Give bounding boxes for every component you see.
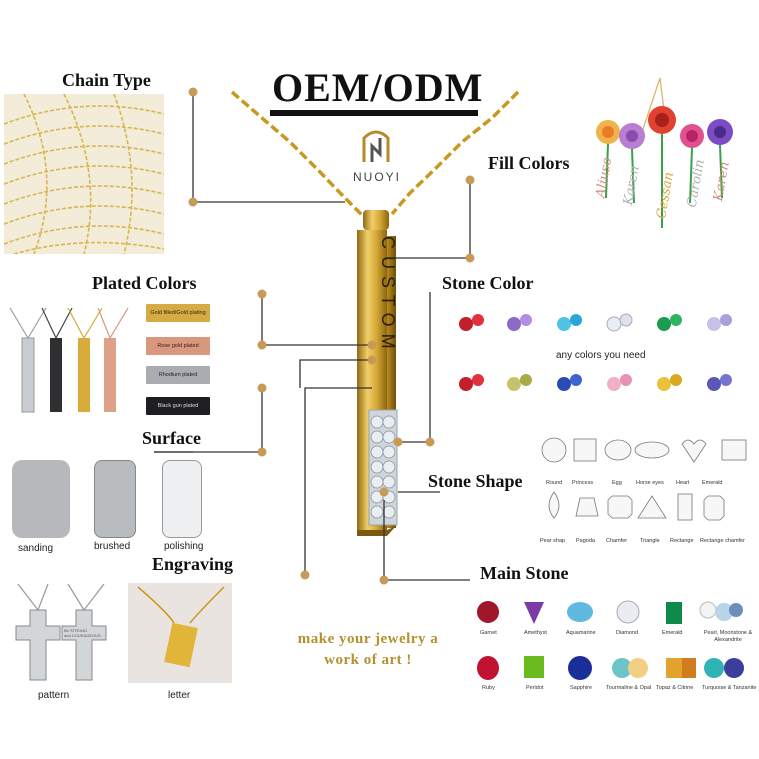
stone-peridot: Peridot	[526, 685, 544, 691]
engraving-option-pattern: pattern	[38, 690, 70, 701]
shape-round: Round	[546, 480, 563, 486]
shape-heart: Heart	[676, 480, 690, 486]
surface-polishing-tag	[162, 460, 202, 538]
plated-chip-rhodium: Rhodium plated	[146, 366, 210, 384]
surface-sanding-tag	[12, 460, 70, 538]
plated-chip-black-gun: Black gun plated	[146, 397, 210, 415]
engraving-pattern-photo: Be STRONG and COURAGEOUS	[8, 580, 112, 684]
stone-turquoise-tanzanite: Turquoise & Tanzanite	[702, 685, 757, 691]
brand-logo-icon	[356, 128, 396, 166]
stone-topaz-citrine: Topaz & Citrine	[656, 685, 694, 691]
chain-type-photo	[4, 94, 164, 254]
main-stone-label: Main Stone	[480, 563, 569, 583]
stone-sapphire: Sapphire	[570, 685, 593, 691]
shape-rectange: Rectange	[670, 538, 694, 544]
page-title: OEM/ODM	[272, 65, 484, 110]
pendant-stones	[368, 409, 398, 526]
stone-garnet: Garnet	[480, 630, 497, 636]
stone-emerald: Emerald	[662, 630, 683, 636]
engraving-label: Engraving	[152, 554, 234, 574]
shape-emerald: Emerald	[702, 480, 723, 486]
shape-chamfer: Chamfer	[606, 538, 628, 544]
plated-chip-gold: Gold filled/Gold plating	[146, 304, 210, 322]
stone-color-caption: any colors you need	[556, 350, 646, 361]
stone-shape-label: Stone Shape	[428, 471, 523, 491]
shape-pear: Pear shap	[540, 538, 566, 544]
stone-color-label: Stone Color	[442, 273, 534, 293]
tagline-line-1: make your jewelry a	[297, 631, 439, 647]
surface-label: Surface	[142, 428, 201, 448]
shape-triangle: Triangle	[640, 538, 660, 544]
chain	[230, 90, 520, 217]
engraving-tag-line-2: and COURAGEOUS	[64, 633, 101, 638]
plated-pendants-photo	[6, 298, 134, 416]
fill-colors-label: Fill Colors	[488, 153, 570, 173]
stone-ruby: Ruby	[482, 685, 495, 691]
title-underline	[270, 110, 478, 116]
connector-dots	[188, 87, 475, 585]
shape-pagoda: Pagoda	[576, 538, 595, 544]
pendant-engraving: CUSTOM	[378, 236, 398, 356]
chain-type-label: Chain Type	[62, 70, 151, 90]
shape-egg: Egg	[612, 480, 622, 486]
shape-princess: Princess	[572, 480, 594, 486]
brand-name: NUOYI	[352, 170, 401, 184]
plated-colors-label: Plated Colors	[92, 273, 197, 293]
shape-horse-eyes: Horse eyes	[636, 480, 664, 486]
shape-rectange-chamfer: Rectange chamfer	[700, 538, 745, 544]
surface-option-sanding: sanding	[18, 543, 54, 554]
stone-pearl-moonstone-alexandrite: Pearl, Moonstone & Alexandrite	[703, 630, 753, 643]
stone-shape-grid	[540, 434, 752, 544]
engraving-option-letter: letter	[168, 690, 191, 701]
fill-colors-photo: Aliuso Karen Cessan Carolin Karen	[570, 78, 756, 263]
engraving-tag-line-1: Be STRONG	[64, 628, 88, 633]
main-stone-grid	[470, 596, 754, 692]
engraving-letter-photo	[128, 583, 232, 683]
plated-chip-rose-gold: Rose gold plated	[146, 337, 210, 355]
stone-color-grid	[452, 304, 748, 404]
surface-option-brushed: brushed	[94, 541, 131, 552]
tagline-line-2: work of art !	[324, 652, 412, 668]
stone-aquamarine: Aquamarine	[566, 630, 596, 636]
stone-tourmaline-opal: Tourmaline & Opal	[606, 685, 652, 691]
surface-option-polishing: polishing	[164, 541, 204, 552]
pendant-bail	[363, 210, 389, 230]
stone-diamond: Diamond	[616, 630, 639, 636]
stone-amethyst: Amethyst	[524, 630, 547, 636]
surface-brushed-tag	[94, 460, 136, 538]
